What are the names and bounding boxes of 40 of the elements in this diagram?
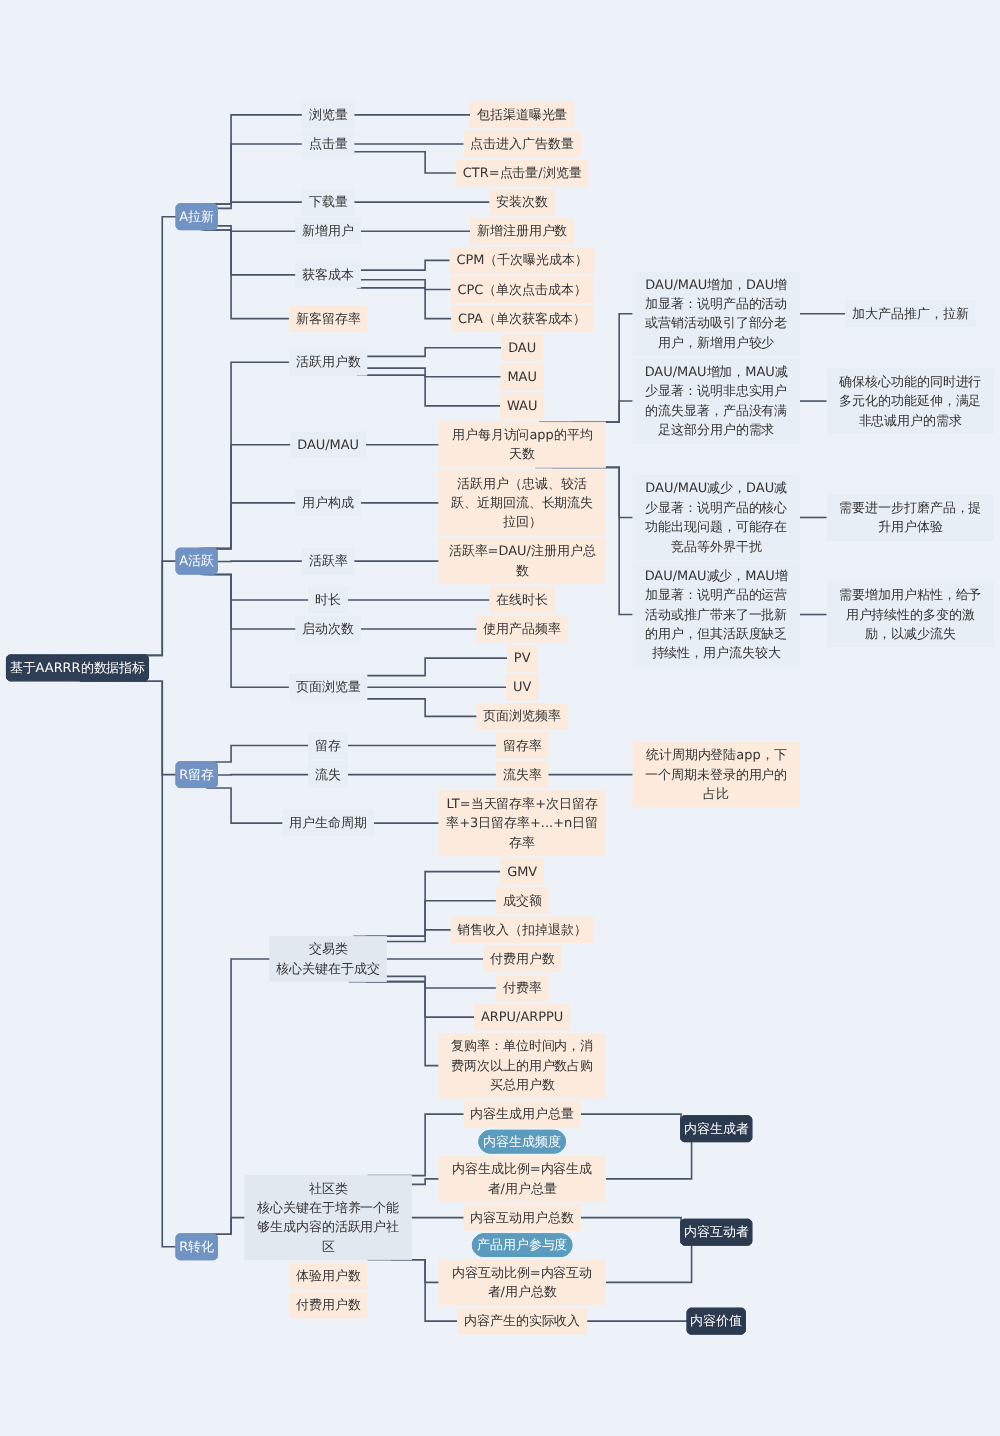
connector [353, 201, 491, 203]
connector [211, 1216, 246, 1236]
connector [798, 516, 828, 519]
connector [366, 657, 509, 677]
connector [359, 230, 472, 233]
connector [586, 1320, 689, 1323]
connector [604, 1244, 693, 1284]
connector [366, 698, 478, 718]
connector [798, 613, 828, 616]
connector [798, 400, 828, 402]
connector [346, 773, 498, 776]
connector [359, 628, 478, 630]
connector [346, 744, 498, 747]
connector [346, 599, 491, 601]
connector [547, 773, 634, 776]
connector [216, 225, 297, 233]
connector [366, 367, 502, 378]
connector [359, 278, 452, 291]
connector [385, 975, 498, 989]
connector [372, 822, 440, 824]
connector [410, 1216, 465, 1219]
connector [366, 686, 508, 689]
connector [364, 443, 440, 446]
connector [211, 744, 310, 763]
connector [366, 346, 503, 358]
connector [216, 773, 310, 776]
connector [353, 143, 465, 145]
connector [356, 287, 453, 320]
connector [216, 201, 304, 210]
connector [604, 1141, 693, 1180]
connector [353, 150, 458, 174]
connector [353, 560, 440, 562]
connector [216, 560, 304, 563]
connector [385, 958, 485, 960]
connector [359, 502, 440, 504]
connector [798, 312, 847, 315]
connector [410, 1178, 440, 1186]
connector [359, 259, 451, 271]
connector [385, 929, 452, 943]
connector [353, 114, 472, 116]
